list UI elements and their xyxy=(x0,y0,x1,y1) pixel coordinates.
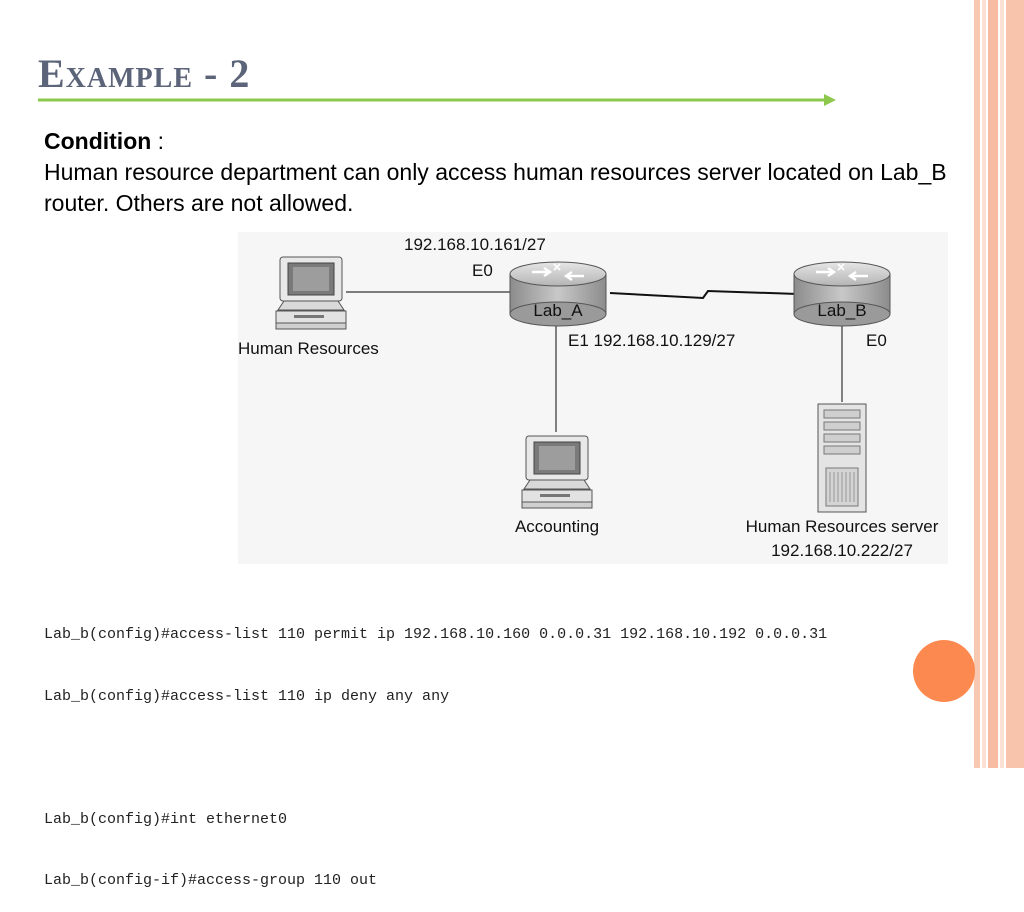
lab-a-router-label: Lab_A xyxy=(533,301,583,320)
server-ip-label: 192.168.10.222/27 xyxy=(771,541,913,560)
hr-computer-icon xyxy=(275,256,347,330)
condition-block: Condition : Human resource department ca… xyxy=(44,126,964,219)
lab-a-e0-ip-label: 192.168.10.161/27 xyxy=(404,235,546,254)
hr-workstation-label: Human Resources xyxy=(238,339,379,358)
condition-label: Condition xyxy=(44,128,152,154)
decorative-orange-circle xyxy=(913,640,975,702)
code-line: Lab_b(config)#access-list 110 permit ip … xyxy=(44,626,828,643)
condition-text: Human resource department can only acces… xyxy=(44,159,947,216)
server-label: Human Resources server xyxy=(746,517,939,536)
serial-link-lab-a-lab-b xyxy=(609,289,799,300)
title-underline-arrow xyxy=(38,94,836,106)
code-line xyxy=(44,748,827,769)
router-lab-a-icon xyxy=(509,261,607,327)
slide-title: Example - 2 xyxy=(38,51,251,96)
server-tower-icon xyxy=(817,403,867,513)
lab-a-e1-label: E1 192.168.10.129/27 xyxy=(568,331,735,350)
lab-a-e0-label: E0 xyxy=(472,261,493,280)
code-line: Lab_b(config)#int ethernet0 xyxy=(44,810,288,828)
acl-config-code: Lab_b(config)#access-list 110 permit ip … xyxy=(44,584,827,912)
condition-colon: : xyxy=(151,128,165,154)
accounting-label: Accounting xyxy=(515,517,599,536)
code-line: Lab_b(config-if)#access-group 110 out xyxy=(44,872,378,889)
lab-b-router-label: Lab_B xyxy=(817,301,866,320)
code-line: Lab_b(config)#access-list 110 ip deny an… xyxy=(44,687,450,705)
network-diagram: 192.168.10.161/27 E0 Lab_A Lab_B E1 192.… xyxy=(238,232,948,564)
router-lab-b-icon xyxy=(793,261,891,327)
accounting-computer-icon xyxy=(521,435,593,509)
decorative-side-stripes xyxy=(974,0,1024,768)
lab-b-e0-label: E0 xyxy=(866,331,887,350)
